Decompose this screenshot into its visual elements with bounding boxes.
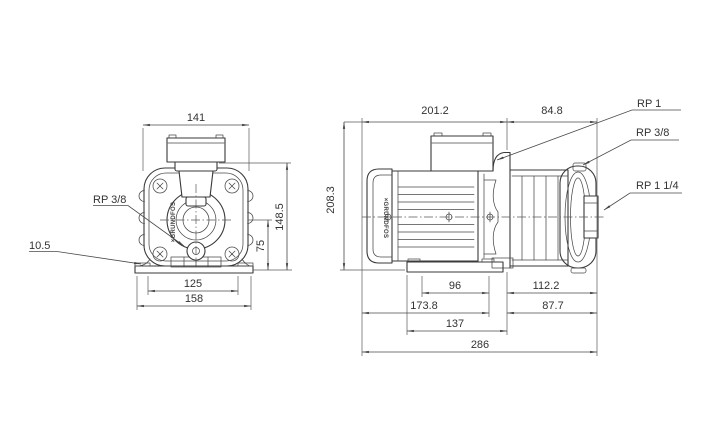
motor-body (391, 170, 479, 262)
front-foothole-label-text: 10.5 (29, 240, 50, 252)
front-base-value: 158 (185, 293, 203, 305)
front-centerheight-value: 75 (255, 240, 267, 252)
front-centerlines (160, 184, 232, 263)
flange-screws (152, 178, 240, 262)
front-height-dim: 148.5 (219, 162, 291, 271)
vent-port-label: RP 3/8 (636, 127, 669, 139)
front-boltspan-dim: 125 (147, 276, 239, 295)
head-length-value: 84.8 (541, 105, 562, 117)
base-holes-value: 96 (449, 280, 461, 292)
front-height-value: 148.5 (274, 203, 286, 231)
total-length-value: 286 (471, 339, 489, 351)
fan-cover (366, 168, 393, 264)
priming-cover (174, 160, 218, 207)
front-base-dim: 158 (136, 276, 252, 310)
side-height-value: 208.3 (325, 186, 337, 214)
motor-fins (397, 186, 475, 248)
port-labels: RP 1 RP 3/8 RP 1 1/4 (496, 98, 682, 211)
side-top-dims: 201.2 84.8 (361, 105, 598, 124)
base-length-value: 137 (446, 318, 464, 330)
front-logo: ×GRUNDFOS (171, 202, 177, 243)
side-bottom-dims: 96 112.2 173.8 87.7 137 286 (361, 280, 598, 354)
front-drain-label-text: RP 3/8 (93, 194, 126, 206)
front-width-dim: 141 (142, 112, 250, 171)
discharge-port-label: RP 1 (637, 98, 661, 110)
to-port-end-value: 112.2 (533, 280, 560, 292)
side-centerline (362, 211, 606, 223)
front-drain-label: RP 3/8 (93, 194, 185, 247)
chamber-sleeve (509, 169, 569, 267)
to-coupling-value: 173.8 (410, 300, 438, 312)
side-height-dim: 208.3 (325, 121, 346, 271)
suction-port-label: RP 1 1/4 (636, 180, 679, 192)
front-centerheight-dim: 75 (248, 219, 292, 271)
front-foothole-label: 10.5 (29, 240, 142, 265)
terminal-box-front (166, 134, 226, 163)
front-boltspan-value: 125 (184, 278, 202, 290)
baseplate-front (134, 258, 254, 274)
front-view: ×GRUNDFOS 141 125 158 75 (29, 112, 292, 310)
motor-length-value: 201.2 (421, 105, 449, 117)
discharge-port-stub (492, 151, 511, 172)
side-logo: ×GRUNDFOS (382, 198, 388, 239)
side-view: ×GRUNDFOS 201.2 84.8 208.3 (325, 98, 682, 356)
terminal-box-side (430, 132, 494, 172)
front-width-value: 141 (187, 112, 205, 124)
coupling-to-end-value: 87.7 (542, 300, 563, 312)
baseplate-side (406, 258, 504, 273)
